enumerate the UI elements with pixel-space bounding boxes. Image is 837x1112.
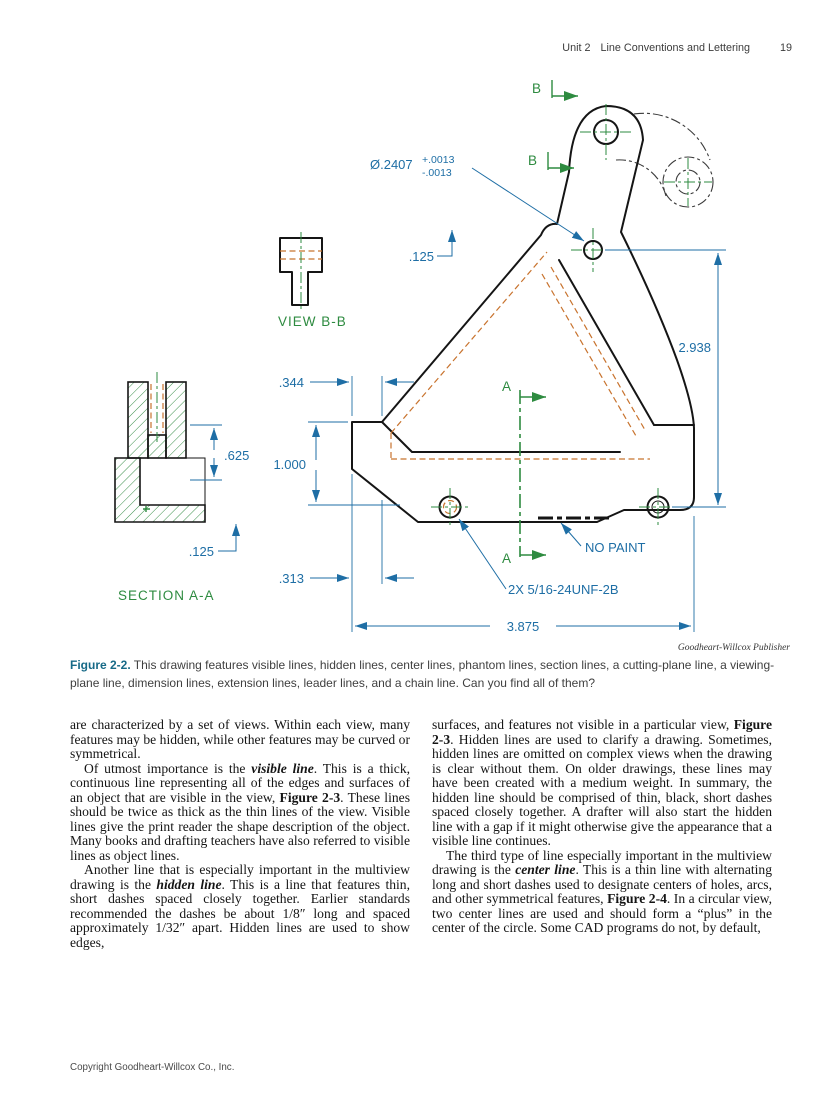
- body-column-left: are characterized by a set of views. Wit…: [70, 717, 411, 950]
- unit-label: Unit 2: [562, 42, 591, 54]
- body-paragraph: are characterized by a set of views. Wit…: [70, 717, 410, 761]
- technical-drawing: A A B B: [114, 80, 790, 653]
- page-header: Unit 2 Line Conventions and Lettering 19: [0, 42, 792, 54]
- dimension-lines: [210, 167, 722, 630]
- view-bb-label: VIEW B-B: [278, 314, 347, 329]
- figure-caption-text: This drawing features visible lines, hid…: [70, 658, 775, 690]
- copyright-notice: Copyright Goodheart-Willcox Co., Inc.: [70, 1062, 235, 1073]
- extension-lines: [190, 249, 726, 632]
- page-number: 19: [779, 42, 792, 54]
- figure-credit: Goodheart-Willcox Publisher: [678, 643, 790, 653]
- dimension-labels: Ø.2407 +.0013 -.0013 .125 2.938 .344 1.0…: [189, 154, 711, 634]
- body-column-right: surfaces, and features not visible in a …: [432, 717, 773, 936]
- center-lines: [431, 104, 712, 526]
- dim-125-top: .125: [409, 249, 434, 264]
- viewing-b-bottom-label: B: [528, 153, 538, 168]
- viewing-b-top-label: B: [532, 81, 542, 96]
- chapter-title: Line Conventions and Lettering: [600, 42, 750, 54]
- body-paragraph: surfaces, and features not visible in a …: [432, 717, 772, 848]
- body-paragraph: Of utmost importance is the visible line…: [70, 760, 411, 863]
- dim-tolerance-minus: -.0013: [422, 167, 452, 179]
- dim-344: .344: [279, 375, 304, 390]
- dim-1000: 1.000: [273, 457, 306, 472]
- dim-3875: 3.875: [507, 619, 540, 634]
- dim-125-left: .125: [189, 544, 214, 559]
- viewing-plane-b: B B: [528, 80, 578, 173]
- section-aa-label: SECTION A-A: [118, 588, 215, 603]
- dim-diameter: Ø.2407: [370, 157, 413, 172]
- cutting-a-bottom-label: A: [502, 551, 512, 566]
- hidden-lines: [390, 251, 650, 515]
- body-paragraph: Another line that is especially importan…: [70, 862, 410, 950]
- cutting-plane-a: A A: [502, 379, 546, 566]
- body-paragraph: The third type of line especially import…: [432, 847, 773, 935]
- figure-caption: Figure 2-2. This drawing features visibl…: [70, 656, 775, 692]
- no-paint-label: NO PAINT: [585, 540, 645, 555]
- section-view: [114, 372, 206, 523]
- thread-callout: 2X 5/16-24UNF-2B: [508, 582, 619, 597]
- figure-caption-label: Figure 2-2.: [70, 658, 131, 672]
- dim-313: .313: [279, 571, 304, 586]
- dim-2938: 2.938: [678, 340, 711, 355]
- view-bb-view: [279, 232, 323, 311]
- dim-625: .625: [224, 448, 249, 463]
- dim-tolerance-plus: +.0013: [422, 154, 455, 166]
- cutting-a-top-label: A: [502, 379, 512, 394]
